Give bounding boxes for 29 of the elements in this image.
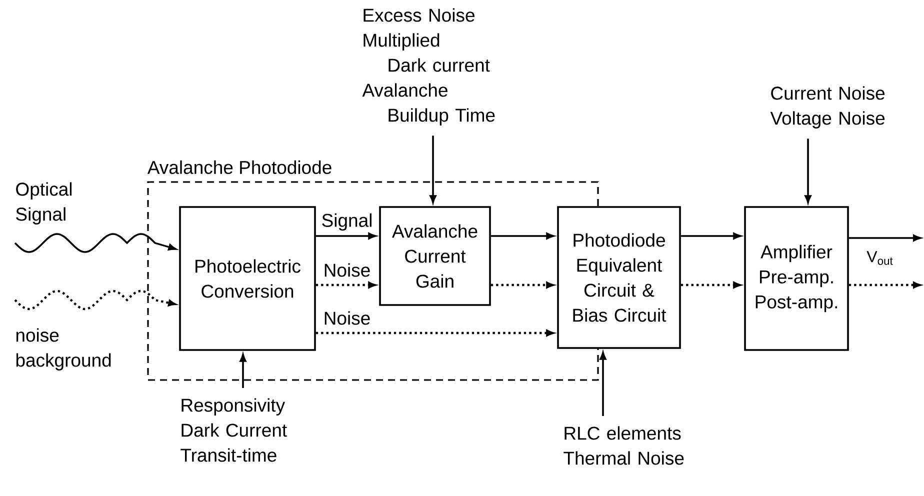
arrow xyxy=(240,354,246,388)
arrow xyxy=(848,234,922,242)
edge-label: Noise xyxy=(322,262,372,278)
annotation-text: Excess Noise Multiplied Dark current Avalanche Buildup Time xyxy=(362,8,495,126)
process-box: Amplifier Pre-amp. Post-amp. xyxy=(744,206,849,351)
arrow xyxy=(316,232,376,240)
edge-label: Signal xyxy=(320,212,374,232)
node-label: Avalanche Photodiode xyxy=(147,160,332,174)
edge-label: Noise xyxy=(322,310,372,326)
annotation-text: Responsivity Dark Current Transit-time xyxy=(180,398,287,462)
input-label: Optical Signal xyxy=(16,182,72,224)
process-box: Photodiode Equivalent Circuit & Bias Circuit xyxy=(557,206,681,349)
arrow xyxy=(804,138,812,204)
arrow xyxy=(490,282,554,288)
arrow xyxy=(680,282,741,288)
annotation-text: RLC elements Thermal Noise xyxy=(564,426,684,465)
input-label: noise background xyxy=(16,328,111,370)
arrow xyxy=(316,282,376,288)
arrow xyxy=(430,136,436,204)
process-box: Photoelectric Conversion xyxy=(179,206,316,351)
arrow xyxy=(600,352,606,416)
annotation-text: Current Noise Voltage Noise xyxy=(770,86,885,128)
arrow xyxy=(490,232,554,240)
arrow xyxy=(680,232,742,240)
output-label: V$_{out}$ xyxy=(866,251,893,265)
wave-arrow xyxy=(14,233,176,253)
wave-arrow xyxy=(14,290,176,310)
arrow xyxy=(316,330,554,336)
process-box: Avalanche Current Gain xyxy=(379,206,491,306)
